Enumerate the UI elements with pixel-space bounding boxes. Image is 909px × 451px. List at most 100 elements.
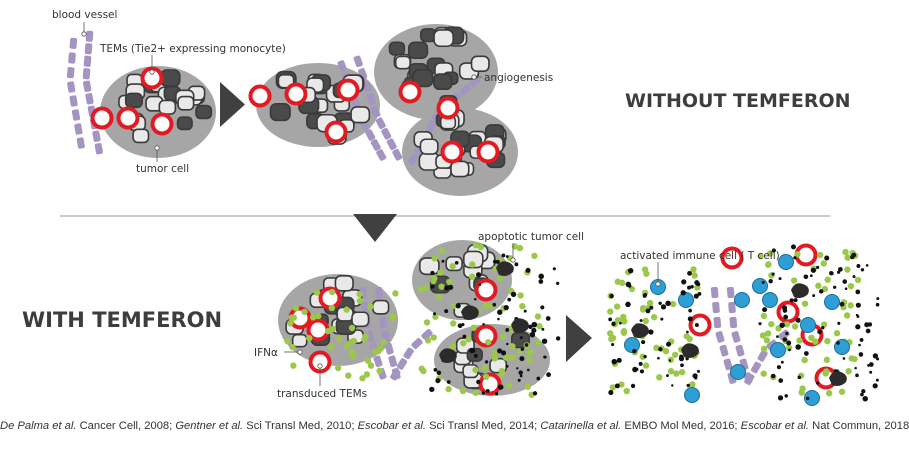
debris-dot [777,395,784,401]
ifn-dot [491,355,499,362]
ifn-dot [536,322,543,330]
ifn-dot [451,302,458,309]
debris-dot [817,329,822,335]
t-cell [804,390,820,406]
debris-dot [697,369,700,373]
ifn-dot [608,335,615,343]
debris-dot [461,322,465,327]
vessel-segment [726,286,735,299]
tumor-cell-shape [394,55,411,70]
t-cell [752,278,768,294]
ifn-dot [613,303,621,310]
debris-dot [544,356,547,359]
debris-dot [862,395,868,402]
t-cell [800,317,816,333]
vessel-segment [744,373,755,385]
debris-dot [435,378,441,384]
ifn-dot [794,251,801,258]
debris-dot [433,312,437,316]
vessel-segment [729,316,738,329]
label-transduced-tems: transduced TEMs [277,388,367,400]
ifn-dot [392,290,399,297]
ifn-dot [432,313,439,320]
ifn-dot [766,250,774,257]
tem-cell [284,82,308,106]
tumor-cell-shape [412,69,434,88]
ifn-dot [459,387,467,395]
ifn-dot [336,335,343,343]
tumor-cell-shape [132,128,150,144]
ifn-dot [449,262,456,270]
ifn-dot [808,334,815,341]
ifn-dot [765,261,772,268]
debris-dot [666,374,669,378]
debris-dot [524,343,529,347]
debris-dot [858,343,861,347]
vessel-segment [390,368,401,381]
ifn-dot [516,244,524,252]
ifn-dot [288,314,295,321]
debris-dot [855,289,861,295]
apoptotic-fragment [631,323,649,338]
debris-dot [833,285,837,289]
ifn-dot [517,292,524,299]
ifn-dot [301,308,308,315]
debris-dot [538,279,544,284]
heading-without-temferon: WITHOUT TEMFERON [625,90,851,112]
t-cell [678,292,694,308]
vessel-segment [396,358,408,370]
vessel-segment [384,342,394,355]
ifn-dot [390,314,397,321]
debris-dot [469,347,475,354]
heading-with-temferon: WITH TEMFERON [22,308,222,332]
vessel-segment [728,301,736,314]
debris-dot [872,383,878,389]
debris-dot [517,378,521,382]
debris-dot [492,259,497,264]
ifn-dot [367,362,375,369]
debris-dot [433,367,438,372]
ifn-dot [423,319,431,326]
debris-dot [546,372,551,378]
ifn-dot [350,337,358,345]
citation-journal: Sci Transl Med, 2010; [243,420,358,432]
debris-dot [797,375,802,380]
ifn-dot [314,312,322,320]
debris-dot [687,316,693,322]
ifn-dot [847,302,854,309]
ifn-dot [329,325,337,333]
ifn-dot [328,304,336,312]
debris-dot [836,341,840,345]
debris-dot [641,340,646,345]
debris-dot [514,262,519,267]
ifn-dot [437,269,444,276]
ifn-dot [618,381,625,388]
citation-journal: Nat Commun, 2018 [809,420,909,432]
ifn-dot [854,276,862,284]
vessel-segment [69,95,78,107]
ifn-dot [498,371,505,378]
debris-dot [630,383,636,389]
debris-dot [697,291,702,296]
debris-dot [446,380,451,384]
debris-dot [790,244,796,250]
ifn-dot [509,343,516,350]
debris-dot [861,389,866,394]
ifn-dot [438,247,445,255]
debris-dot [779,322,785,328]
debris-dot [780,360,784,364]
ifn-dot [760,370,767,377]
apoptotic-fragment [439,348,457,363]
tem-cell [398,80,422,104]
ifn-dot [469,261,476,268]
label-tems: TEMs (Tie2+ expressing monocyte) [99,43,286,55]
ifn-dot [505,382,512,389]
ifn-dot [477,243,485,251]
tumor-cell-shape [334,275,354,292]
debris-dot [680,363,684,368]
ifn-dots [284,241,862,398]
debris-dot [529,331,536,338]
vessel-segment [74,123,83,135]
ifn-dot [646,299,654,307]
debris-dot [875,357,880,361]
